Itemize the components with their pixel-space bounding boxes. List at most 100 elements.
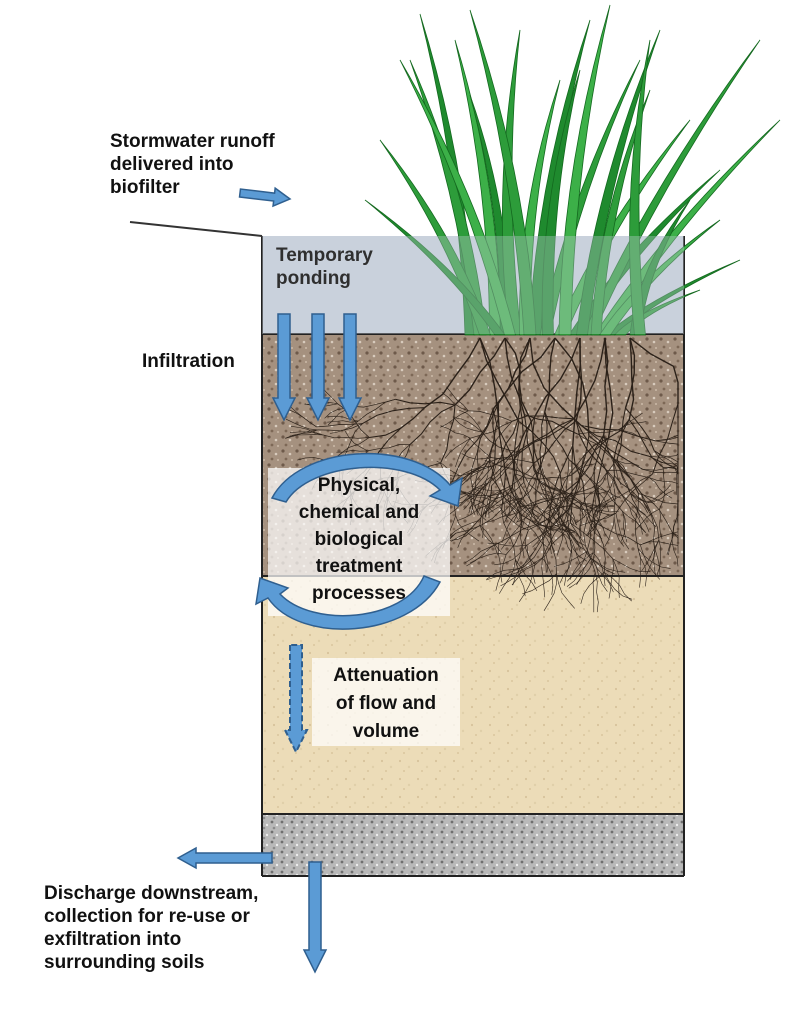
root-strand [533,420,577,464]
root-strand [285,429,318,439]
root-strand [491,409,496,478]
root-strand [470,420,513,439]
root-strand [514,450,520,496]
root-strand [327,415,359,422]
root-strand [594,475,615,514]
grass-blade [469,9,537,336]
root-strand [590,557,626,573]
root-strand [362,407,425,424]
root-strand [595,489,598,517]
ponding-water-overlay [262,236,684,334]
root-strand [344,430,368,452]
attenuation-label-bg [312,658,460,746]
root-strand [484,490,501,514]
root-strand [565,530,588,562]
root-strand [519,418,575,451]
root-strand [476,482,489,514]
root-strand [522,573,557,595]
root-strand [640,541,679,546]
root-strand [468,436,492,458]
root-strand [518,565,536,602]
root-strand [544,337,556,412]
root-strand [316,422,363,428]
root-strand [479,477,492,526]
root-strand [548,518,557,574]
root-strand [616,407,627,459]
root-strand [535,489,562,502]
root-strand [628,337,635,420]
root-strand [557,524,573,554]
root-strand [522,503,536,528]
root-strand [499,559,516,594]
root-strand [329,420,359,434]
root-strand [512,551,534,586]
discharge-line-1: Discharge downstream, [44,883,259,904]
infiltration-arrow-icon [271,313,297,422]
root-strand [564,548,572,586]
root-strand [636,508,660,530]
root-strand [357,398,396,422]
root-strand [467,495,499,503]
root-strand [575,420,608,473]
root-strand [544,411,570,460]
root-strand [596,458,618,490]
root-strand [616,458,631,494]
attenuation-arrow-icon [283,644,309,755]
stormwater-line-1: Stormwater runoff [110,131,275,152]
root-strand [537,501,554,525]
root-strand [526,545,536,584]
root-strand [520,521,525,557]
root-strand [504,337,526,415]
attenuation-line-2: of flow and [335,693,437,714]
root-strand [523,518,550,568]
root-strand [488,485,492,519]
root-strand [621,511,626,542]
root-strand [635,493,639,549]
root-strand [476,403,499,452]
root-strand [485,481,525,507]
root-strand [488,403,500,456]
root-strand [597,485,618,506]
root-strand [630,493,655,504]
root-strand [629,506,643,535]
root-strand [336,449,368,453]
root-strand [569,445,574,523]
root-strand [630,493,641,519]
root-strand [603,337,609,435]
root-strand [290,426,324,436]
stormwater-line-3: biofilter [110,177,180,198]
root-strand [518,337,532,422]
root-strand [568,459,596,488]
root-strand [542,536,547,573]
root-strand [579,502,583,537]
grass-blade [598,219,721,336]
root-strand [554,337,590,436]
root-strand [528,496,569,531]
root-strand [615,513,630,550]
root-strand [573,337,606,420]
root-strand [538,481,564,523]
root-strand [622,511,628,542]
root-strand [606,470,630,508]
root-strand [579,512,617,527]
root-strand [515,559,526,597]
cycle-arrow-icon [255,452,463,630]
root-strand [466,542,500,567]
root-strand [572,445,591,521]
attenuation-label: Attenuation of flow and volume [312,662,460,746]
root-strand [592,552,606,587]
root-strand [556,522,564,556]
root-strand [578,489,597,509]
root-strand [542,509,570,558]
root-strand [464,542,500,564]
ground-surface-line [129,221,263,237]
root-strand [466,459,491,482]
treatment-label: Physical, chemical and biological treatm… [268,472,450,607]
root-strand [659,508,663,540]
root-strand [560,455,584,492]
root-strand [484,485,492,518]
root-strand [624,337,636,409]
root-strand [550,472,562,519]
root-strand [495,554,507,591]
root-strand [458,482,489,496]
